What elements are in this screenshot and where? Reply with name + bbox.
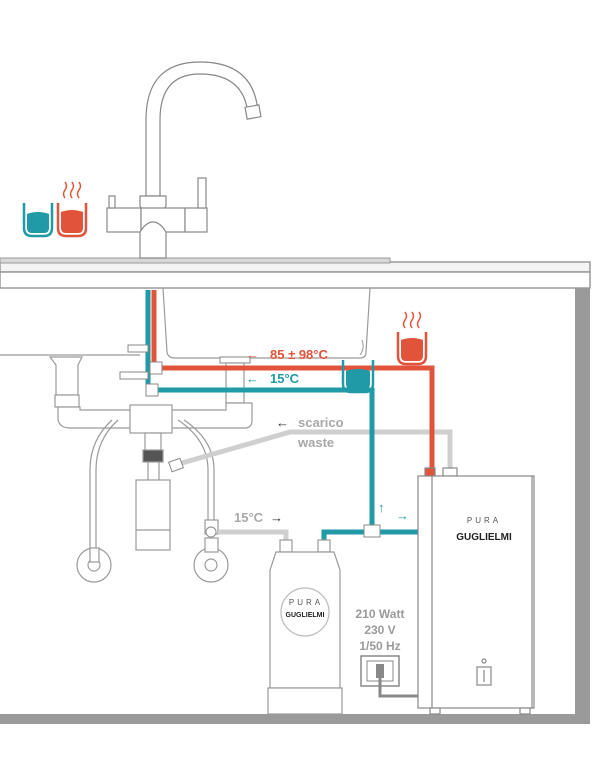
cold-water-cup-icon-inline <box>341 339 375 394</box>
cold-water-cup-icon <box>22 203 54 238</box>
waste-label-it: scarico <box>298 415 344 430</box>
countertop <box>0 257 591 289</box>
filter-cartridge <box>267 539 343 715</box>
waste-arrow-icon: ← <box>276 415 289 430</box>
hot-water-cup-icon <box>56 181 88 238</box>
inlet-temp-label: 15°C <box>234 510 264 525</box>
cold-temp-label: 15°C <box>270 371 300 386</box>
power-socket <box>360 655 420 698</box>
supply-hoses <box>76 419 229 583</box>
waste-label-en: waste <box>297 435 334 450</box>
boiler-brand-main: GUGLIELMI <box>456 532 512 543</box>
inlet-pipe <box>218 529 289 548</box>
cabinet <box>0 288 590 724</box>
right-arrow-icon: → <box>396 508 409 523</box>
waste-connector <box>168 457 184 473</box>
drain-assembly <box>48 356 253 551</box>
boiler-unit <box>417 467 535 715</box>
hot-water-cup-icon-inline <box>396 311 428 366</box>
filter-brand-main: GUGLIELMI <box>286 612 325 619</box>
cold-arrow-icon: ← <box>246 371 259 386</box>
power-watt: 210 Watt <box>356 607 405 621</box>
boiler-brand-top: PURA <box>467 516 501 525</box>
inlet-arrow-icon: → <box>270 510 283 525</box>
up-arrow-icon: ↑ <box>378 500 385 515</box>
sink-basin <box>0 287 371 359</box>
power-frequency: 1/50 Hz <box>359 639 400 653</box>
faucet <box>106 61 262 259</box>
tap-connectors <box>119 344 381 538</box>
filter-brand-top: PURA <box>289 598 323 607</box>
hot-arrow-icon: ← <box>246 347 259 362</box>
hot-water-pipe <box>151 290 435 470</box>
hot-temp-label: 85 ± 98°C <box>270 347 328 362</box>
power-volt: 230 V <box>364 623 395 637</box>
